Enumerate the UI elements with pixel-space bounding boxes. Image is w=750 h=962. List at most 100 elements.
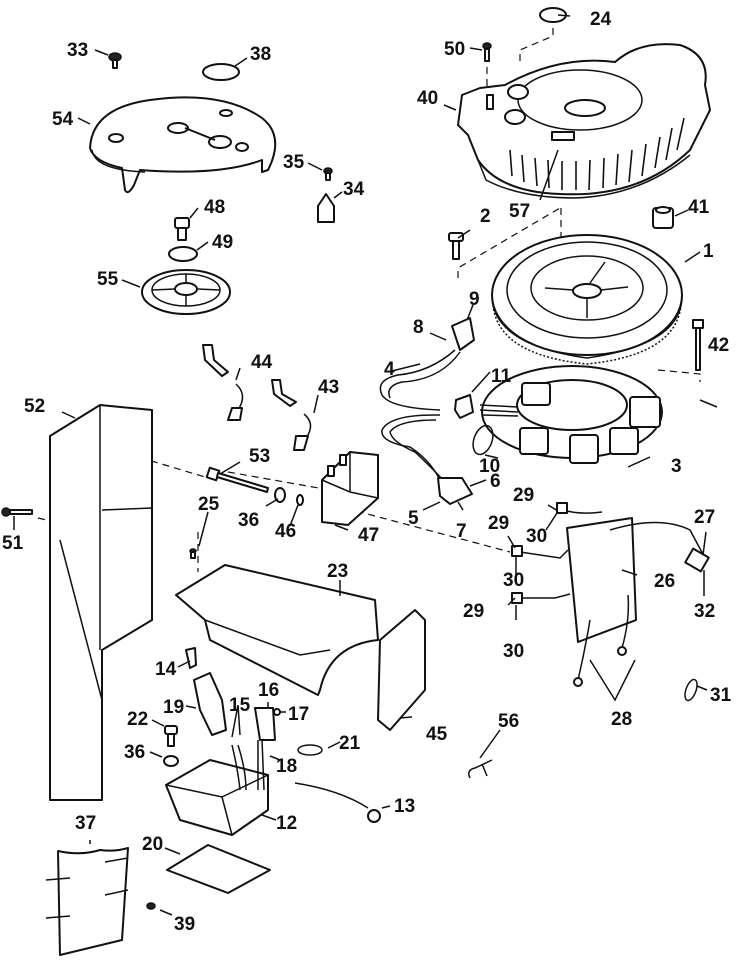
callout-19: 19 [163,697,184,718]
callout-28: 28 [611,709,632,730]
part-16-connector [254,707,276,741]
callout-11: 11 [491,366,512,387]
part-42-bolt [692,319,704,371]
callout-26: 26 [654,571,675,592]
part-3-stator [479,365,663,464]
callout-42: 42 [708,335,729,356]
callout-52: 52 [24,396,45,417]
part-35-screw [323,167,333,181]
callout-25: 25 [198,494,220,515]
callout-35: 35 [283,152,305,173]
callout-24: 24 [590,9,612,30]
callout-29-b: 29 [488,513,509,534]
part-56-clip [468,759,493,779]
callout-51: 51 [2,533,24,554]
callout-33: 33 [67,40,88,61]
callout-30-c: 30 [503,641,524,662]
callout-31: 31 [710,685,732,706]
part-55-pulley [141,269,231,315]
part-41-nut [652,206,674,229]
callout-37: 37 [75,813,96,834]
leader-lines [13,14,718,916]
part-47-coil [321,451,379,526]
part-22-bolt [164,725,178,747]
callout-30-b: 30 [503,570,524,591]
callout-36-a: 36 [238,510,259,531]
part-43-plug-wire [271,379,312,451]
callout-8: 8 [413,317,424,338]
callout-47: 47 [358,525,379,546]
callout-16: 16 [258,680,279,701]
part-2-bolt [448,232,464,260]
callout-34: 34 [343,179,365,200]
part-48-bolt [174,217,190,241]
part-45-shield [377,609,426,731]
callout-29-a: 29 [513,485,534,506]
part-33-screw [108,52,122,69]
part-50-screw [482,42,492,62]
part-38-plug [202,63,240,81]
part-37-cover [45,847,129,956]
callout-4: 4 [384,359,395,380]
part-54-plate [89,96,277,194]
part-4-harness [379,317,475,505]
callout-13: 13 [394,796,415,817]
part-46-washer [296,494,304,506]
callout-39: 39 [174,914,195,935]
part-11-clamp [454,394,474,419]
callout-46: 46 [275,521,296,542]
part-34-clip [317,193,335,223]
part-10-tie [472,424,494,456]
part-25-screw [189,548,197,559]
callout-3: 3 [671,456,682,477]
part-52-cover [49,404,153,801]
callout-36-b: 36 [124,742,145,763]
callout-1: 1 [703,241,714,262]
part-19-connector [193,672,227,736]
callout-49: 49 [212,232,233,253]
callout-7: 7 [456,521,467,542]
callout-18: 18 [276,756,297,777]
callout-labels: 1 2 3 4 5 6 7 8 9 10 11 12 13 14 15 16 1… [2,9,732,935]
part-26-plate [511,502,710,687]
callout-41: 41 [688,197,710,218]
callout-12: 12 [276,813,297,834]
callout-45: 45 [426,724,448,745]
callout-44: 44 [251,352,273,373]
part-39-screw [146,902,156,910]
part-17-pin [273,708,281,716]
callout-48: 48 [204,197,225,218]
part-14-grommet [185,647,197,669]
part-13-ground-strap [294,782,381,823]
callout-38: 38 [250,44,271,65]
callout-10: 10 [479,456,500,477]
callout-6: 6 [490,471,501,492]
callout-29-c: 29 [463,601,484,622]
callout-32: 32 [694,601,715,622]
callout-53: 53 [249,446,270,467]
callout-56: 56 [498,711,519,732]
callout-54: 54 [52,109,74,130]
callout-5: 5 [408,508,419,529]
part-44-plug-wire [202,344,244,421]
callout-21: 21 [339,733,361,754]
callout-40: 40 [417,88,438,109]
part-36-nut [163,755,179,767]
part-1-flywheel [491,234,683,365]
callout-22: 22 [127,709,148,730]
callout-9: 9 [469,289,480,310]
callout-50: 50 [444,39,465,60]
part-12-module [165,739,269,836]
callout-30-a: 30 [526,526,547,547]
callout-27: 27 [694,507,715,528]
callout-43: 43 [318,377,339,398]
callout-17: 17 [288,704,309,725]
part-21-tie [297,744,323,756]
part-20-gasket [166,844,271,894]
callout-15: 15 [229,695,251,716]
callout-14: 14 [155,659,177,680]
callout-20: 20 [142,834,163,855]
part-31-tie [684,678,698,702]
callout-2: 2 [480,206,491,227]
part-49-washer [168,246,198,262]
